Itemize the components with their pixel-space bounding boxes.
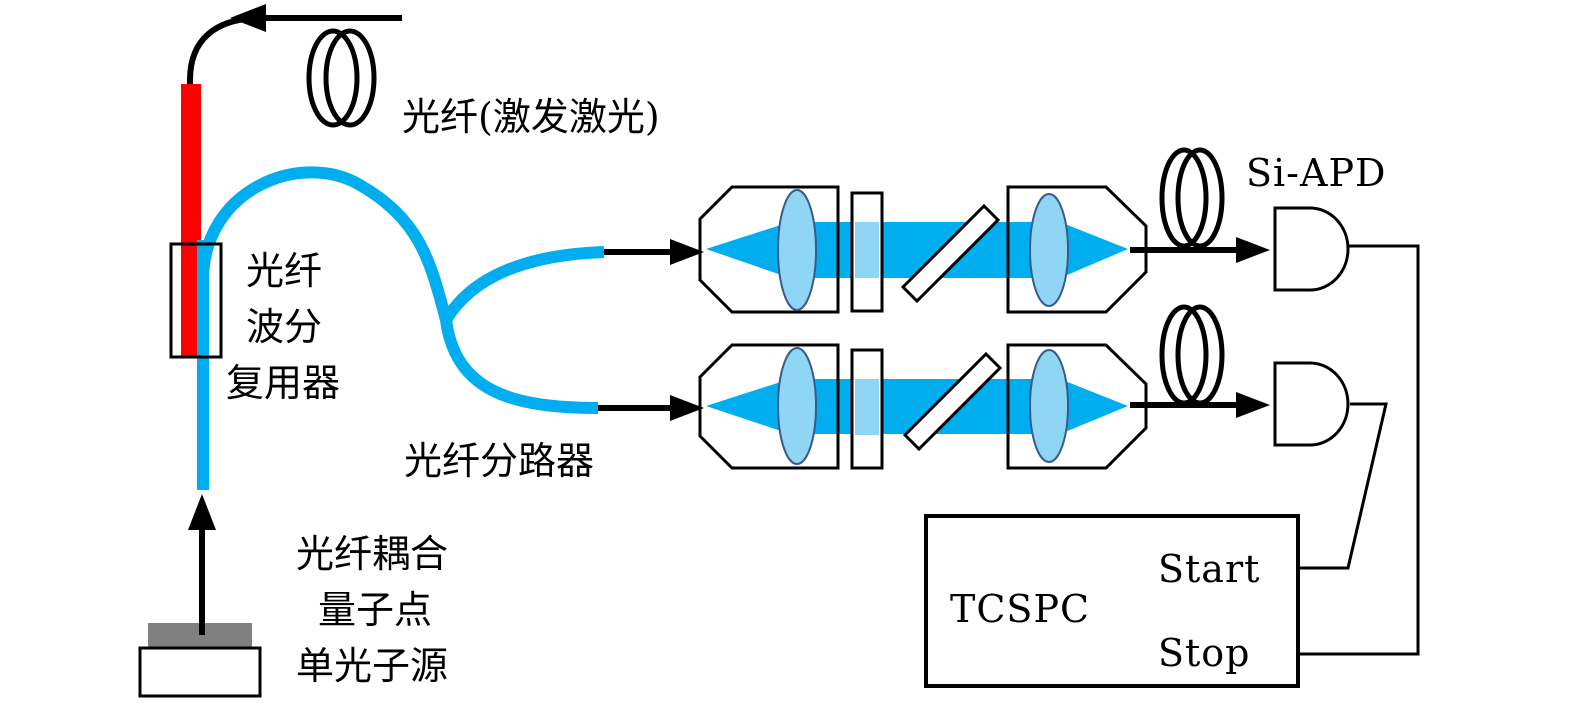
upper-filter-beam — [855, 222, 879, 278]
label-tcspc: TCSPC — [950, 587, 1090, 631]
lower-collimator-right — [1006, 343, 1148, 470]
wdm-blue-stub — [197, 240, 209, 360]
upper-collimator-right — [1006, 185, 1148, 314]
lower-output-arrow-head — [1236, 392, 1270, 418]
tcspc-box — [924, 514, 1300, 688]
wdm-box — [169, 242, 223, 359]
lower-arm — [598, 304, 1350, 470]
label-start: Start — [1158, 547, 1260, 591]
lower-lens-left — [777, 347, 817, 465]
excitation-red-segment — [181, 84, 201, 358]
upper-lens-left — [777, 189, 817, 311]
source-base — [138, 646, 262, 698]
detector-upper — [1273, 206, 1350, 292]
label-excitation-fiber: 光纤(激发激光) — [402, 95, 660, 139]
label-source-line1: 光纤耦合 — [296, 532, 448, 576]
excitation-arrow-head — [230, 4, 266, 32]
blue-fiber-network — [197, 166, 605, 490]
label-stop: Stop — [1158, 631, 1251, 675]
upper-collimator-left — [698, 185, 840, 314]
label-source-line3: 单光子源 — [296, 644, 448, 688]
upper-output-arrow-head — [1236, 237, 1270, 263]
lower-filter-beam — [855, 379, 879, 435]
lower-collimator-left — [698, 343, 840, 470]
stop-wire — [1298, 244, 1420, 656]
upper-input-arrow-head — [670, 239, 704, 265]
start-wire — [1298, 402, 1388, 570]
detector-lower — [1273, 361, 1350, 447]
label-source-line2: 量子点 — [318, 588, 432, 632]
upper-arm — [604, 147, 1350, 314]
excitation-fiber — [187, 4, 402, 128]
lower-input-arrow-head — [670, 395, 704, 421]
fiber-coil-excitation — [306, 28, 377, 128]
label-wdm-line2: 波分 — [246, 305, 322, 349]
label-detector: Si-APD — [1246, 151, 1387, 195]
fiber-coil-upper — [1159, 147, 1225, 249]
label-wdm-line1: 光纤 — [246, 249, 322, 293]
fiber-coil-lower — [1159, 304, 1225, 406]
quantum-dot-source — [138, 494, 262, 698]
label-wdm-line3: 复用器 — [226, 361, 340, 405]
upper-lens-right — [1029, 193, 1069, 307]
upper-beamsplitter — [900, 203, 1001, 304]
label-splitter: 光纤分路器 — [404, 439, 594, 483]
source-arrow-head — [188, 494, 216, 530]
lower-lens-right — [1029, 349, 1069, 463]
lower-beamsplitter — [902, 351, 1003, 452]
signal-wires — [1298, 244, 1420, 656]
